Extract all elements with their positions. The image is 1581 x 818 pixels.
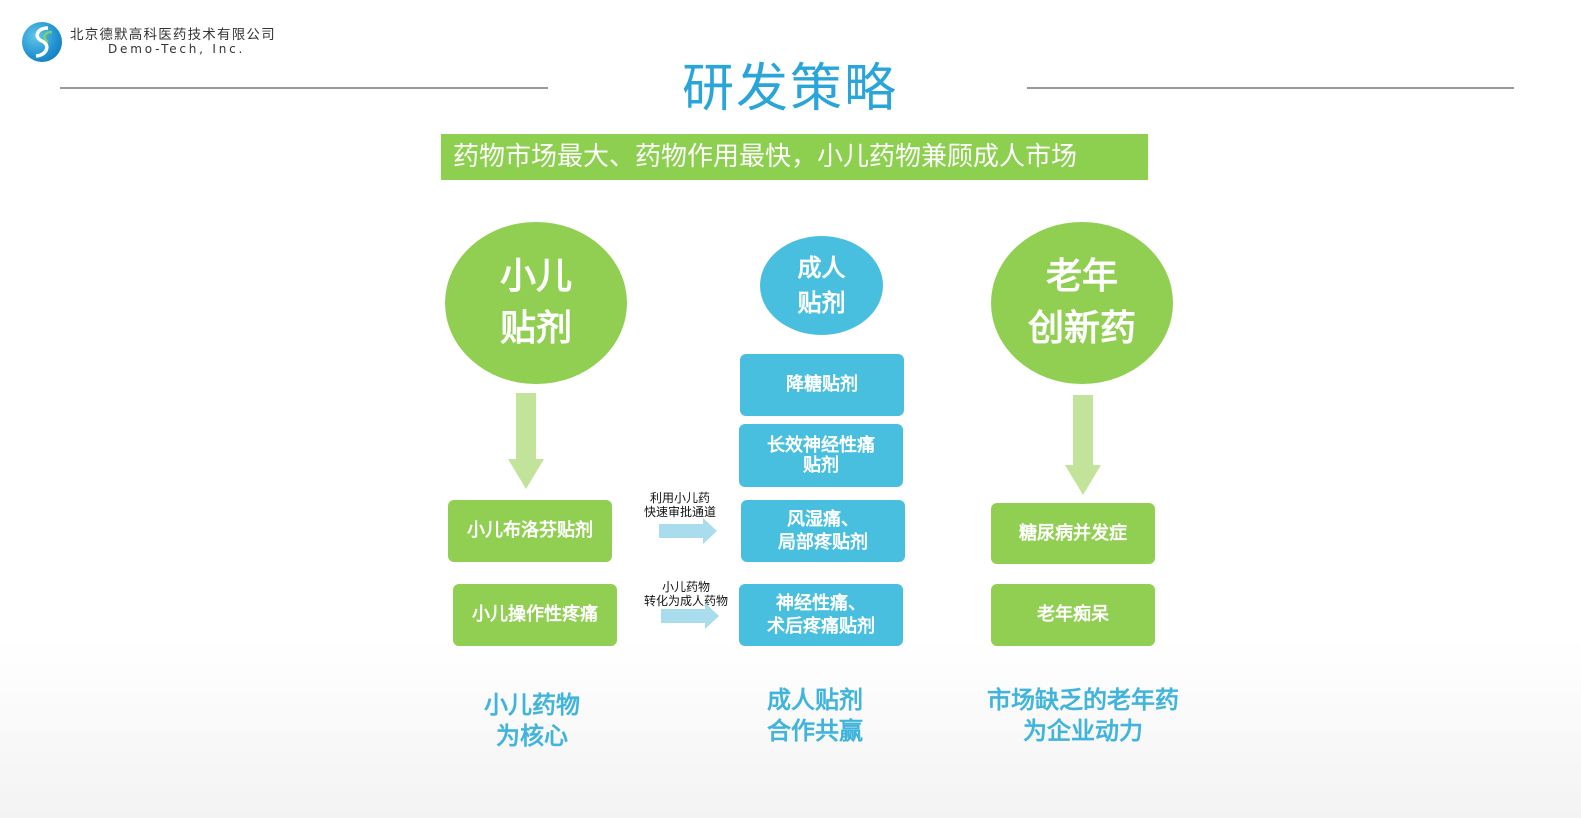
elderly-down-arrow-icon: [1065, 395, 1101, 495]
elderly-heading-line1: 老年: [1045, 255, 1118, 297]
elderly-item-dementia: 老年痴呆: [991, 584, 1155, 646]
company-logo: [22, 22, 62, 62]
company-name-en: Demo-Tech, Inc.: [108, 42, 246, 56]
child-heading-line2: 贴剂: [499, 308, 572, 349]
arrow-note-fast-approval: 利用小儿药 快速审批通道: [643, 491, 716, 520]
strategy-banner: 药物市场最大、药物作用最快，小儿药物兼顾成人市场: [441, 134, 1148, 180]
adult-patch-ellipse: 成人 贴剂: [760, 236, 883, 335]
right-arrow-icon: [659, 518, 717, 544]
adult-heading-line2: 贴剂: [797, 288, 846, 317]
adult-item-hypoglycemic: 降糖贴剂: [740, 354, 904, 416]
adult-item-rheumatic: 风湿痛、 局部疼贴剂: [741, 500, 905, 562]
elderly-footer-text: 市场缺乏的老年药 为企业动力: [987, 686, 1179, 746]
adult-footer-text: 成人贴剂 合作共赢: [767, 686, 863, 746]
adult-heading-line1: 成人: [797, 253, 846, 282]
child-footer-text: 小儿药物 为核心: [484, 691, 580, 751]
adult-item-postoperative: 神经性痛、 术后疼痛贴剂: [739, 584, 903, 646]
child-heading-line1: 小儿: [499, 255, 572, 297]
elderly-item-diabetes-complications: 糖尿病并发症: [991, 503, 1155, 564]
logo-swoosh-icon: [35, 26, 53, 58]
elderly-heading-line2: 创新药: [1027, 308, 1136, 349]
company-name-cn: 北京德默高科医药技术有限公司: [70, 27, 276, 43]
page-title: 研发策略: [681, 58, 898, 119]
child-item-ibuprofen: 小儿布洛芬贴剂: [448, 500, 612, 562]
title-rule-left: [60, 87, 548, 89]
title-rule-right: [1027, 87, 1514, 89]
child-down-arrow-icon: [508, 393, 544, 489]
child-patch-ellipse: 小儿 贴剂: [445, 222, 627, 384]
adult-item-neuropathic-long: 长效神经性痛 贴剂: [739, 424, 903, 487]
right-arrow-icon: [661, 603, 719, 629]
child-item-procedural-pain: 小儿操作性疼痛: [453, 584, 617, 646]
elderly-drug-ellipse: 老年 创新药: [991, 222, 1173, 384]
